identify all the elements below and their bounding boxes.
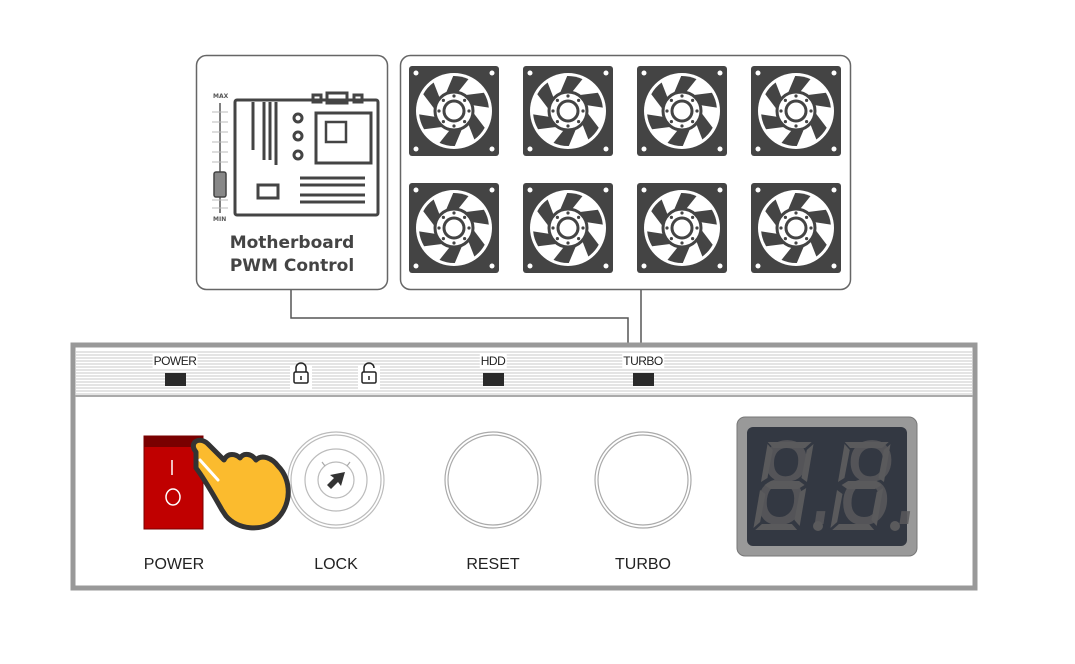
motherboard-icon (233, 91, 380, 217)
fan-icon (751, 183, 841, 273)
fan-grid (409, 66, 841, 273)
turbo-label: TURBO (615, 556, 671, 573)
segment (755, 524, 798, 530)
segment (878, 444, 891, 482)
segment (871, 488, 884, 526)
segment (794, 488, 807, 526)
pwm-slider (212, 103, 228, 213)
segment (760, 444, 773, 482)
power-led (165, 373, 186, 386)
turbo-button[interactable] (594, 431, 692, 529)
locked-icon (290, 362, 312, 390)
motherboard-title: Motherboard PWM Control (196, 232, 388, 278)
segment (767, 442, 812, 448)
slider-min-label: MIN (213, 216, 227, 223)
wire-motherboard (290, 290, 629, 345)
fans-box (399, 54, 852, 291)
panel-vent-stripes (76, 351, 972, 395)
turbo-led (633, 373, 654, 386)
fan-icon (523, 66, 613, 156)
fan-icon (637, 66, 727, 156)
reset-button[interactable] (444, 431, 542, 529)
fan-icon (751, 66, 841, 156)
pointing-hand-icon (190, 437, 291, 531)
power-switch-label: POWER (143, 556, 205, 573)
reset-label: RESET (466, 556, 520, 573)
unlocked-icon (358, 362, 380, 390)
lock-label: LOCK (314, 556, 358, 573)
segment (844, 442, 889, 448)
power-led-label: POWER (152, 354, 198, 368)
key-lock[interactable] (287, 431, 385, 529)
pwm-slider-knob[interactable] (213, 171, 227, 198)
decimal-point (813, 521, 823, 531)
segment (753, 490, 766, 528)
segment (832, 524, 875, 530)
display-digits: 8.8. (756, 417, 926, 551)
seven-segment-display (736, 416, 918, 557)
fan-icon (409, 183, 499, 273)
digit (753, 442, 823, 531)
segment (764, 481, 805, 489)
segment (830, 490, 843, 528)
turbo-led-label: TURBO (622, 354, 664, 368)
digit (830, 442, 900, 531)
slider-max-label: MAX (213, 93, 229, 100)
segment (841, 481, 882, 489)
hdd-led-label: HDD (479, 354, 507, 368)
power-switch[interactable] (143, 435, 204, 530)
segment (837, 444, 850, 482)
title-line-2: PWM Control (229, 256, 355, 276)
title-line-1: Motherboard (229, 233, 355, 253)
fan-icon (523, 183, 613, 273)
key-arrow-icon (327, 472, 345, 489)
fan-icon (409, 66, 499, 156)
hdd-led (483, 373, 504, 386)
decimal-point (890, 521, 900, 531)
segment (801, 444, 814, 482)
fan-icon (637, 183, 727, 273)
